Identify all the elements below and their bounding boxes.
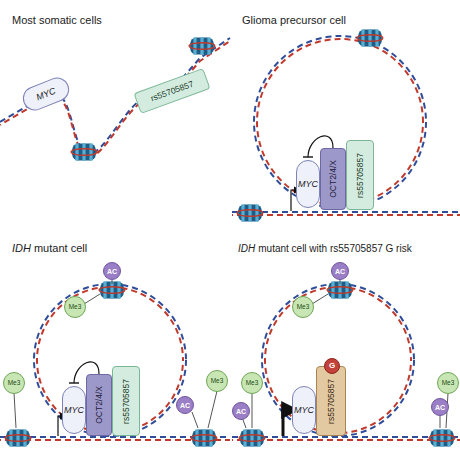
inhibition-connector: [303, 136, 333, 157]
acetyl-mark: AC: [176, 396, 194, 414]
connector-line: [308, 136, 333, 157]
nucleosome: [357, 29, 383, 46]
tf-box: OCT2/4/X: [86, 374, 112, 436]
myc-gene: MYC: [19, 74, 72, 114]
methyl-mark: Me3: [64, 296, 86, 318]
node-text: Me3: [297, 304, 310, 311]
snp-box: rs55705857: [112, 366, 140, 436]
myc-gene: MYC: [296, 160, 320, 208]
panel-title: Most somatic cells: [12, 14, 105, 26]
dna-loop: [232, 36, 460, 215]
node-text: AC: [335, 268, 345, 275]
panel-title-text: IDH: [12, 242, 31, 254]
myc-gene: MYC: [292, 386, 316, 434]
node-text: AC: [180, 402, 190, 409]
nucleosome: [237, 204, 263, 221]
dna-loop: [0, 284, 230, 440]
methyl-mark: Me3: [3, 372, 25, 394]
inhibition-bar: [303, 156, 313, 157]
node-text: OCT2/4/X: [95, 386, 104, 424]
panel-title: Glioma precursor cell: [242, 14, 349, 26]
node-text: MYC: [294, 406, 314, 415]
panel-title-text: Glioma precursor cell: [242, 14, 346, 26]
node-text: rs55705857: [327, 379, 336, 424]
acetyl-mark: AC: [103, 262, 121, 280]
panel-title-text: Most somatic cells: [12, 14, 102, 26]
inhibition-connector: [69, 362, 99, 383]
nucleosome: [191, 429, 217, 446]
acetyl-mark: AC: [232, 402, 250, 420]
nucleosome: [189, 37, 215, 54]
dna-strand: [0, 38, 230, 157]
node-text: Me3: [211, 378, 224, 385]
node-text: rs55705857: [122, 379, 131, 424]
node-text: G: [329, 362, 335, 370]
methyl-mark: Me3: [241, 372, 263, 394]
node-text: Me3: [246, 380, 259, 387]
panel-title-text: mutant cell with rs55705857 G risk: [258, 243, 411, 254]
node-text: AC: [435, 404, 445, 411]
transcription-arrow: [283, 410, 292, 436]
methyl-mark: Me3: [206, 370, 228, 392]
node-text: Me3: [442, 380, 455, 387]
nucleosome: [71, 143, 97, 160]
nucleosome: [239, 429, 265, 446]
node-text: MYC: [35, 86, 57, 102]
snp-box: rs55705857: [346, 140, 374, 210]
node-text: AC: [107, 268, 117, 275]
node-text: OCT2/4/X: [329, 160, 338, 198]
inhibition-bar: [69, 382, 79, 383]
tf-box: OCT2/4/X: [320, 148, 346, 210]
node-text: Me3: [8, 380, 21, 387]
panel-title-text: mutant cell: [34, 242, 87, 254]
risk-allele: G: [324, 358, 340, 374]
connector-line: [74, 362, 99, 383]
snp-box: rs55705857: [133, 68, 210, 114]
node-text: Me3: [69, 304, 82, 311]
nucleosome: [429, 429, 455, 446]
node-text: rs55705857: [356, 153, 365, 198]
node-text: AC: [236, 408, 246, 415]
risk-snp-box: rs55705857G: [316, 366, 346, 436]
panel-title: IDHmutant cell: [12, 242, 90, 254]
nucleosome: [5, 429, 31, 446]
methyl-mark: Me3: [437, 372, 459, 394]
dna-loop: [232, 284, 460, 440]
panel-title: IDHmutant cell with rs55705857 G risk: [238, 243, 415, 254]
node-text: rs55705857: [149, 79, 194, 102]
panel-title-text: IDH: [238, 243, 255, 254]
myc-gene: MYC: [62, 386, 86, 434]
methyl-mark: Me3: [292, 296, 314, 318]
acetyl-mark: AC: [331, 262, 349, 280]
node-text: MYC: [64, 406, 84, 415]
node-text: MYC: [298, 180, 318, 189]
acetyl-mark: AC: [431, 398, 449, 416]
